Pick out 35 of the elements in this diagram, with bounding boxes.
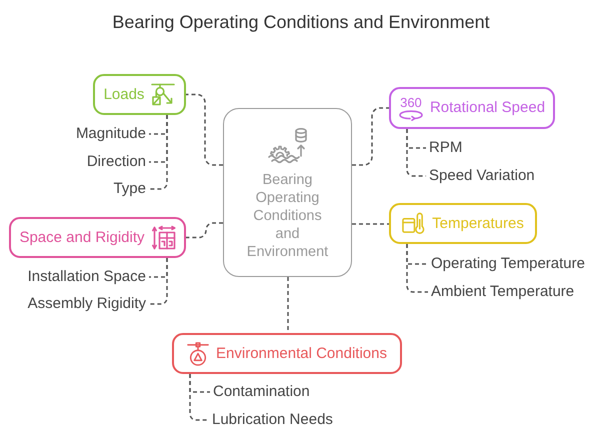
sub-item-label: Magnitude — [72, 125, 149, 143]
sub-item-label: RPM — [426, 139, 466, 157]
category-title: Loads — [104, 86, 144, 104]
dashed-connector — [406, 244, 428, 293]
category-box — [93, 74, 186, 115]
dashed-connector — [352, 223, 389, 225]
sub-item-label: Operating Temperature — [428, 255, 588, 273]
central-topic-title: Bearing Operating Conditions and Environment — [246, 171, 330, 261]
sub-item-label: Lubrication Needs — [209, 411, 336, 429]
sub-item-label: Installation Space — [24, 268, 149, 286]
sub-item-label: Speed Variation — [426, 167, 538, 185]
category-box — [389, 203, 537, 244]
sub-item-label: Direction — [84, 153, 149, 171]
diagram-title: Bearing Operating Conditions and Environment — [111, 11, 491, 34]
sub-item-label: Ambient Temperature — [428, 283, 578, 301]
dashed-connector — [287, 277, 289, 333]
sub-item-label: Type — [110, 180, 149, 198]
category-box — [172, 333, 402, 374]
category-title: Rotational Speed — [430, 99, 546, 117]
category-title: Environmental Conditions — [216, 344, 387, 362]
degree-number: 360 — [400, 96, 422, 108]
dashed-connector — [186, 222, 223, 238]
dashed-connector — [149, 258, 168, 305]
sub-item-label: Contamination — [210, 383, 313, 401]
dashed-connector — [189, 374, 209, 421]
central-topic-box — [223, 108, 352, 277]
dashed-connector — [406, 129, 426, 177]
category-title: Space and Rigidity — [19, 228, 145, 246]
category-box — [9, 217, 186, 258]
category-box — [389, 87, 555, 129]
sub-item-label: Assembly Rigidity — [24, 295, 149, 313]
category-title: Temperatures — [432, 214, 524, 232]
dashed-connector — [186, 94, 223, 166]
dashed-connector — [352, 107, 389, 166]
dashed-connector — [149, 115, 168, 190]
